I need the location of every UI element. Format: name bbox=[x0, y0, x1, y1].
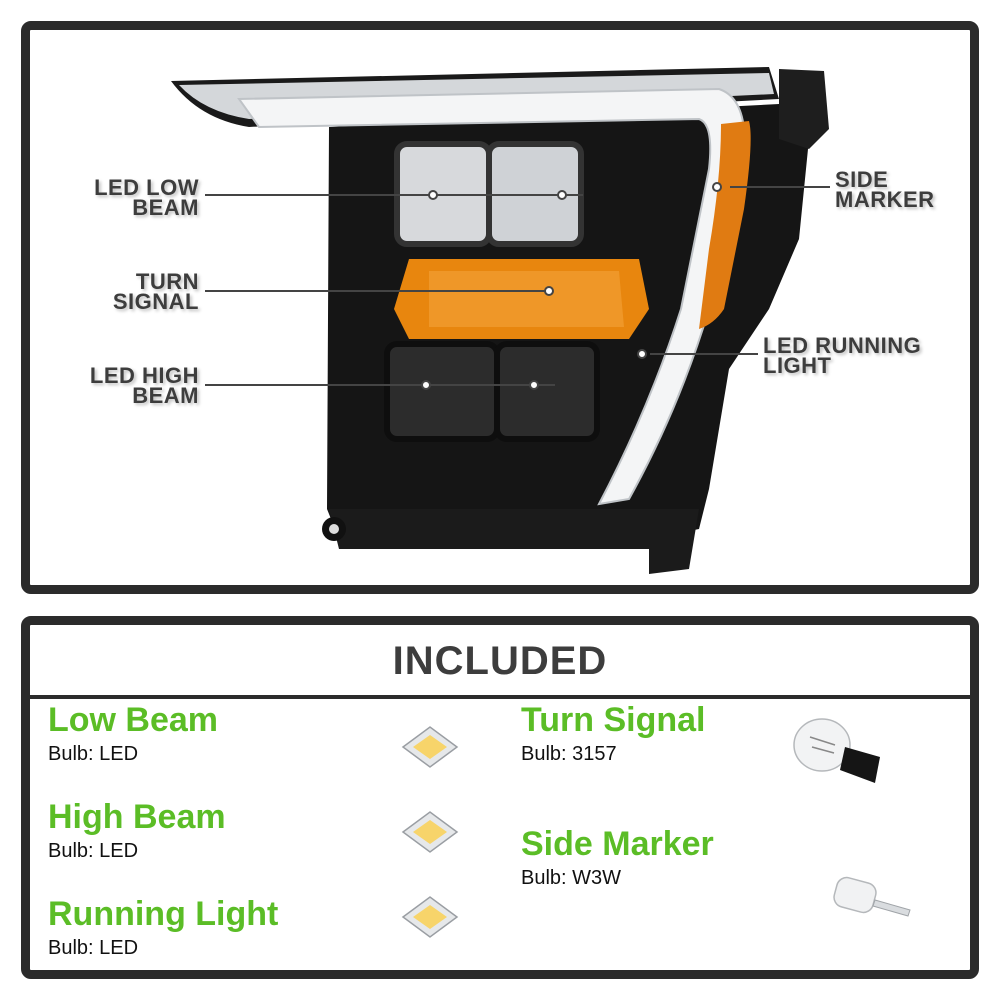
bulb-3157-icon bbox=[793, 718, 880, 783]
item-bulb-side-marker: Bulb: W3W bbox=[521, 867, 622, 889]
item-title-turn-signal: Turn Signal bbox=[521, 701, 706, 739]
item-bulb-running-light: Bulb: LED bbox=[48, 937, 139, 959]
item-bulb-low-beam: Bulb: LED bbox=[48, 743, 139, 765]
callout-turn-signal: TURN SIGNAL bbox=[112, 269, 199, 314]
item-bulb-high-beam: Bulb: LED bbox=[48, 840, 139, 862]
callout-dot-high-beam-1 bbox=[421, 380, 431, 390]
callout-led-running-light: LED RUNNING LIGHT bbox=[763, 333, 922, 378]
callout-dot-high-beam-2 bbox=[529, 380, 539, 390]
led-chip-icon bbox=[401, 811, 459, 853]
callout-dot-running-light bbox=[637, 349, 647, 359]
callout-led-high-beam: LED HIGH BEAM bbox=[89, 363, 199, 408]
callout-line-side-marker bbox=[730, 186, 830, 188]
callout-side-marker: SIDE MARKER bbox=[835, 167, 935, 212]
led-chip-icon bbox=[401, 896, 459, 938]
headlight-diagram-panel: LED LOW BEAM TURN SIGNAL LED HIGH BEAM S… bbox=[21, 21, 979, 594]
item-title-low-beam: Low Beam bbox=[48, 701, 219, 739]
callout-line-high-beam bbox=[205, 384, 555, 386]
item-title-side-marker: Side Marker bbox=[521, 825, 714, 863]
callout-dot-side-marker bbox=[712, 182, 722, 192]
included-panel: INCLUDED Low Beam Bulb: LED High Beam Bu… bbox=[21, 616, 979, 979]
headlight-illustration bbox=[171, 67, 829, 574]
callout-dot-low-beam-2 bbox=[557, 190, 567, 200]
callout-line-running-light bbox=[650, 353, 758, 355]
included-divider bbox=[30, 695, 970, 699]
bulb-w3w-icon bbox=[833, 876, 911, 917]
included-title: INCLUDED bbox=[392, 639, 608, 683]
callout-led-low-beam: LED LOW BEAM bbox=[94, 175, 199, 220]
callout-line-turn-signal bbox=[205, 290, 550, 292]
callout-line-low-beam bbox=[205, 194, 583, 196]
led-chip-icon bbox=[401, 726, 459, 768]
item-title-running-light: Running Light bbox=[48, 895, 279, 933]
callout-dot-low-beam-1 bbox=[428, 190, 438, 200]
item-bulb-turn-signal: Bulb: 3157 bbox=[521, 743, 617, 765]
callout-dot-turn-signal bbox=[544, 286, 554, 296]
item-title-high-beam: High Beam bbox=[48, 798, 226, 836]
